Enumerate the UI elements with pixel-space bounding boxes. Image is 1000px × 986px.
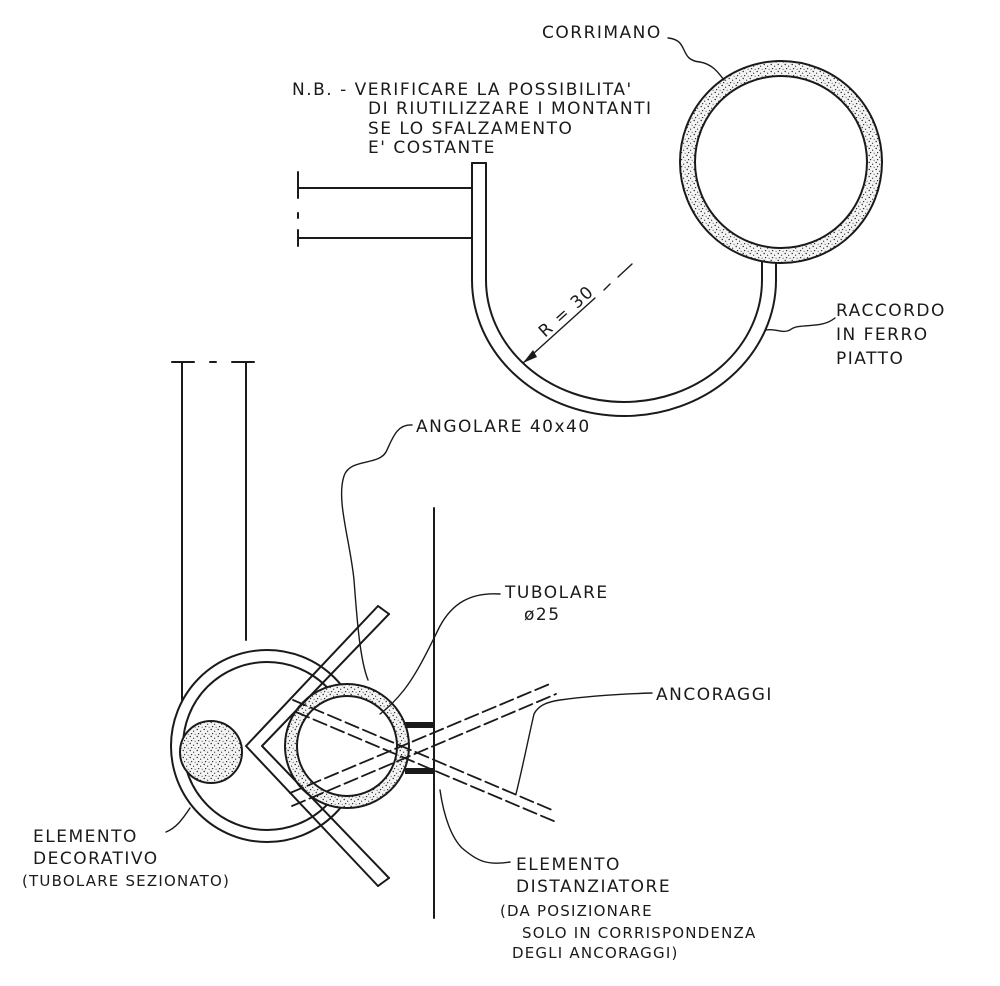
label-elemento-dist-line5: DEGLI ANCORAGGI) — [512, 944, 679, 962]
ancoraggi — [289, 682, 557, 823]
label-raccordo-line1: RACCORDO — [836, 301, 946, 321]
label-angolare: ANGOLARE 40x40 — [416, 417, 591, 437]
label-raccordo-line3: PIATTO — [836, 349, 904, 369]
leader-elemento-distanziatore — [439, 789, 511, 864]
leader-angolare — [340, 424, 413, 681]
montante-stub — [297, 171, 473, 247]
upper-detail — [297, 37, 883, 417]
label-tubolare-line2: ø25 — [524, 605, 561, 625]
leader-corrimano — [667, 37, 725, 81]
elemento-decorativo-section — [179, 720, 243, 784]
leader-elemento-decorativo — [165, 807, 191, 833]
lower-detail — [165, 361, 653, 919]
label-nb-line1: N.B. - VERIFICARE LA POSSIBILITA' — [292, 80, 633, 100]
label-nb-line2: DI RIUTILIZZARE I MONTANTI — [368, 99, 653, 119]
label-elemento-dist-line1: ELEMENTO — [516, 855, 621, 875]
label-ancoraggi: ANCORAGGI — [656, 685, 773, 705]
leader-tubolare — [379, 593, 501, 715]
angolare-40x40 — [245, 605, 390, 887]
radius-dimension — [522, 263, 633, 364]
raccordo-flat-iron — [471, 162, 777, 417]
label-nb-line4: E' COSTANTE — [368, 138, 496, 158]
leader-raccordo — [765, 317, 836, 333]
label-elemento-dist-line4: SOLO IN CORRISPONDENZA — [522, 924, 756, 942]
label-raccordo-line2: IN FERRO — [836, 325, 929, 345]
label-tubolare-line1: TUBOLARE — [504, 583, 609, 603]
label-elemento-dec-line1: ELEMENTO — [33, 827, 138, 847]
label-elemento-dec-line3: (TUBOLARE SEZIONATO) — [22, 872, 230, 890]
elemento-distanziatore — [405, 722, 434, 774]
label-nb-line3: SE LO SFALZAMENTO — [368, 119, 573, 139]
label-elemento-dist-line2: DISTANZIATORE — [516, 877, 671, 897]
leader-ancoraggi — [515, 692, 653, 795]
corrimano-tube — [679, 60, 883, 264]
label-elemento-dist-line3: (DA POSIZIONARE — [500, 902, 653, 920]
vertical-post — [171, 361, 255, 701]
label-elemento-dec-line2: DECORATIVO — [33, 849, 159, 869]
label-corrimano: CORRIMANO — [542, 23, 662, 43]
tubolare-ring — [284, 683, 410, 809]
raccordo-flat-iron-inner — [485, 162, 763, 403]
label-radius: R = 30 — [535, 282, 599, 342]
